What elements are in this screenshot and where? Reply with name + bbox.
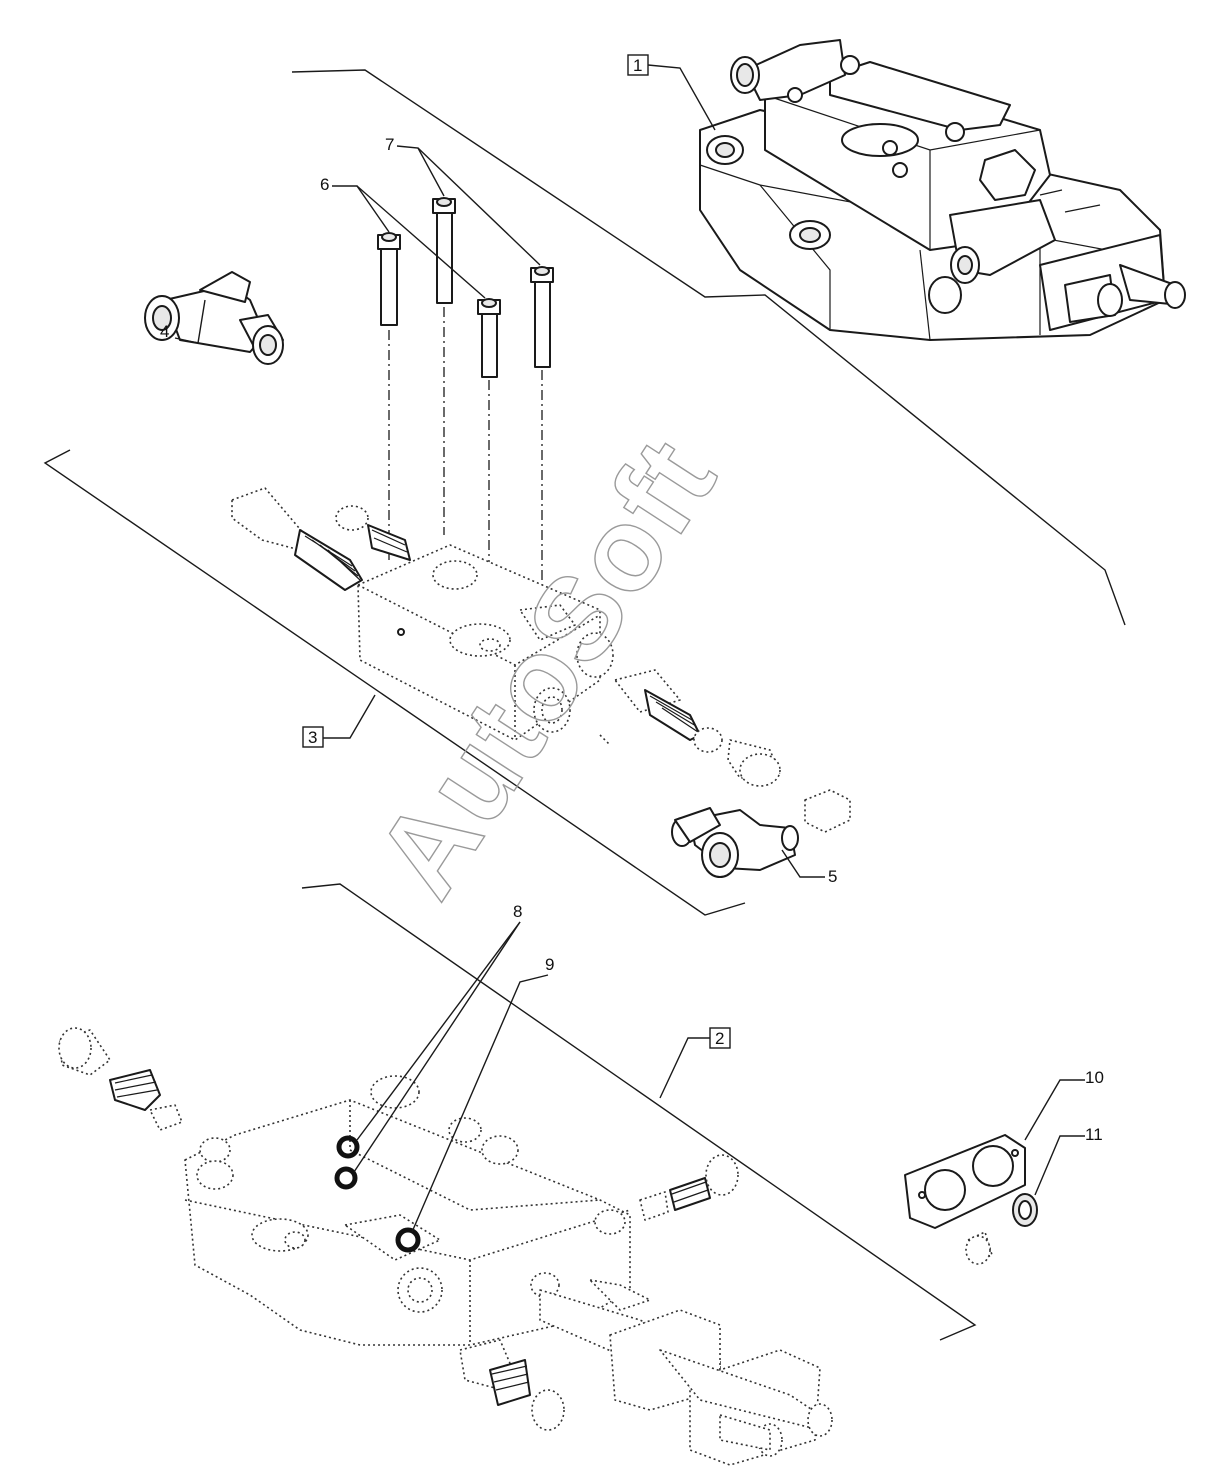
callout-11-label: 11 (1085, 1125, 1103, 1144)
callout-3: 3 (302, 694, 376, 748)
elbow-fitting-item-5 (671, 789, 851, 878)
valve-assembly-item-2 (58, 1027, 833, 1466)
gasket-item-10 (904, 1134, 1026, 1229)
callout-1: 1 (627, 54, 716, 131)
callout-7-label: 7 (385, 135, 394, 154)
callout-4: 4 (160, 299, 206, 344)
callout-4-label: 4 (160, 322, 169, 341)
tee-fitting-item-4 (144, 271, 284, 365)
callout-8: 8 (353, 902, 522, 1173)
callout-6-label: 6 (320, 175, 329, 194)
callout-11: 11 (1034, 1125, 1103, 1196)
valve-assembly-complete (699, 39, 1186, 341)
callout-9: 9 (411, 955, 554, 1233)
callout-6: 6 (320, 175, 486, 299)
group-bracket-assembly-1 (291, 69, 1126, 626)
callout-2-label: 2 (715, 1029, 724, 1048)
valve-section-item-3 (231, 487, 781, 787)
callout-5: 5 (781, 849, 837, 886)
callout-7: 7 (385, 135, 541, 266)
seal-item-11 (965, 1193, 1038, 1265)
socket-head-screws (377, 197, 554, 378)
callout-10: 10 (1024, 1068, 1104, 1141)
callout-1-label: 1 (633, 56, 642, 75)
callout-2: 2 (659, 1027, 731, 1099)
group-bracket-assembly-2 (301, 883, 977, 1341)
callout-3-label: 3 (308, 728, 317, 747)
callout-8-label: 8 (513, 902, 522, 921)
callout-9-label: 9 (545, 955, 554, 974)
callout-10-label: 10 (1085, 1068, 1104, 1087)
callout-5-label: 5 (828, 867, 837, 886)
group-bracket-item-3 (43, 449, 746, 916)
